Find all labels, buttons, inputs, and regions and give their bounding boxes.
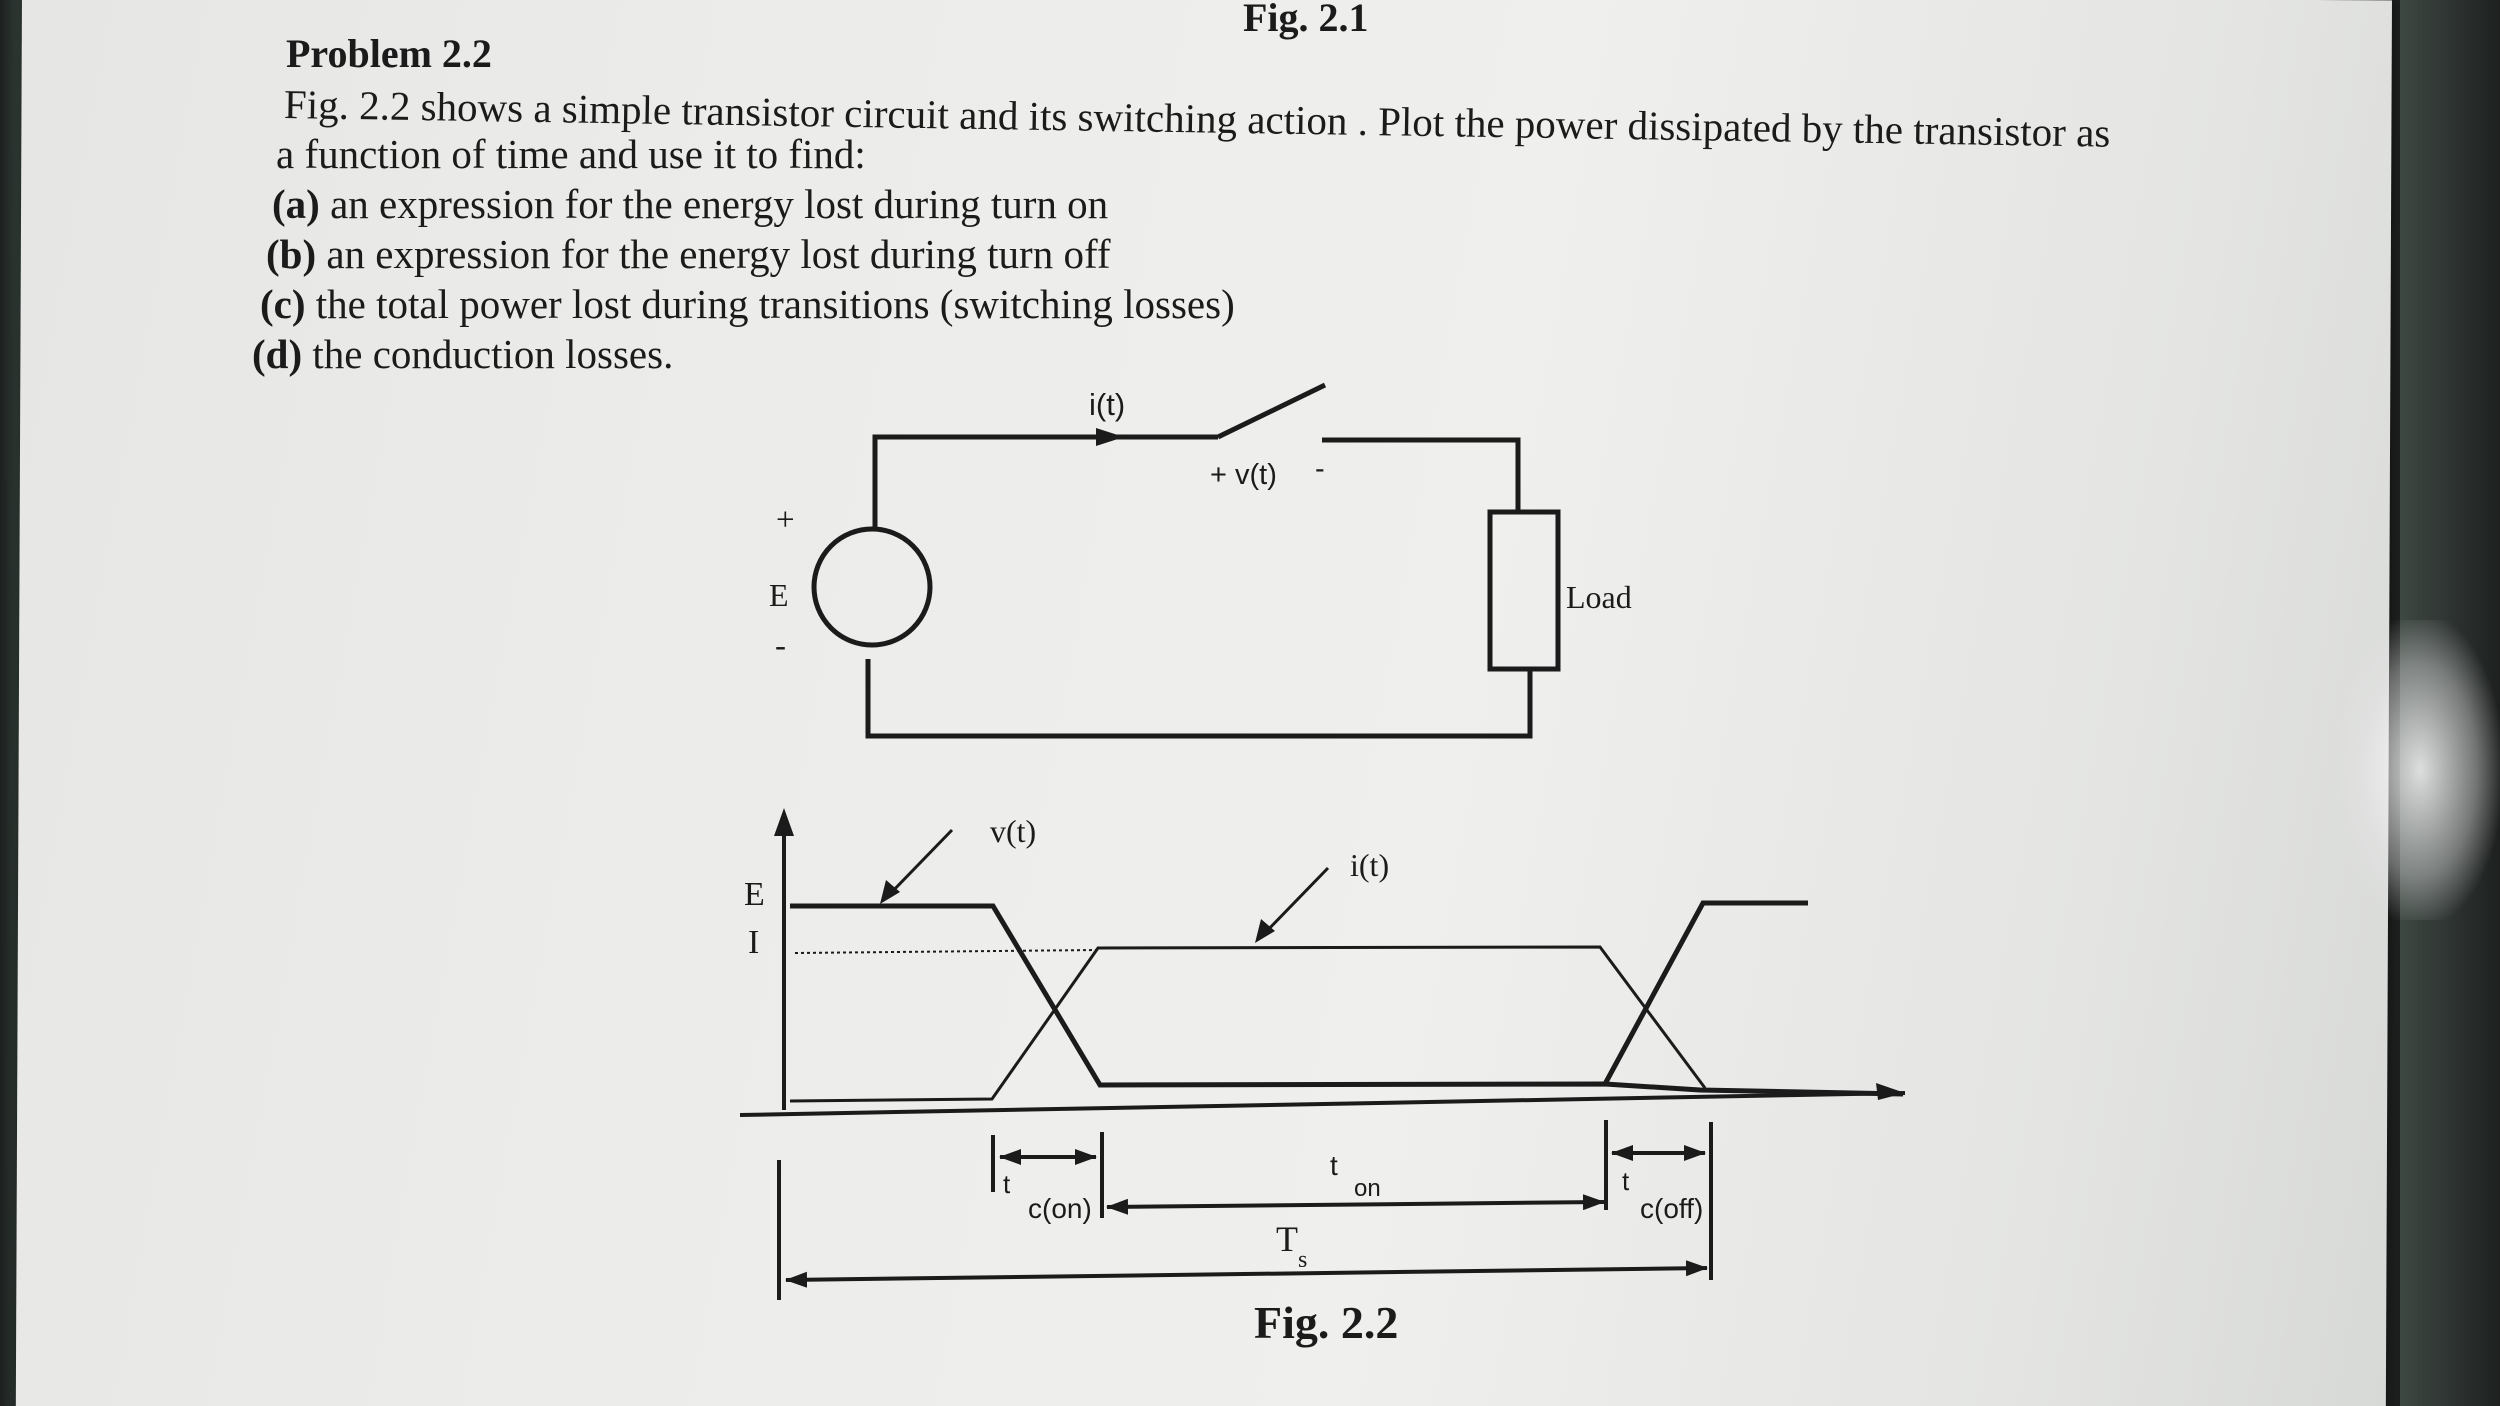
voltage-source: [811, 526, 933, 648]
question-c: (c) the total power lost during transiti…: [260, 280, 1235, 328]
current-level-dotted: [794, 949, 1098, 954]
desk-edge: [2340, 0, 2500, 1406]
problem-title: Problem 2.2: [286, 31, 492, 76]
ts-arrow: [785, 1260, 1708, 1288]
tcoff-t: t: [1622, 1166, 1630, 1196]
source-label: E: [769, 577, 789, 613]
question-a: (a) an expression for the energy lost du…: [272, 180, 1108, 228]
question-text: the total power lost during transitions …: [305, 281, 1235, 327]
question-tag: (c): [260, 281, 306, 327]
ton-arrow: [1106, 1194, 1605, 1215]
i-pointer-arrowhead: [1255, 919, 1275, 943]
source-minus: -: [775, 628, 786, 664]
load-label: Load: [1566, 579, 1632, 615]
ts-sub: s: [1298, 1247, 1307, 1273]
y-label-E: E: [744, 876, 765, 913]
waveform-diagram: [739, 828, 1906, 1117]
question-tag: (b): [266, 231, 317, 277]
x-axis-arrow: [1876, 1083, 1905, 1100]
question-tag: (d): [252, 331, 303, 377]
y-label-I: I: [748, 924, 759, 961]
question-text: the conduction losses.: [302, 331, 674, 377]
question-text: an expression for the energy lost during…: [319, 181, 1109, 227]
question-text: an expression for the energy lost during…: [316, 231, 1111, 277]
current-arrow: [1096, 428, 1124, 446]
circuit-current-label: i(t): [1089, 387, 1125, 422]
source-plus: +: [776, 502, 795, 538]
question-b: (b) an expression for the energy lost du…: [266, 230, 1111, 278]
load-resistor: [1487, 509, 1561, 672]
switch-blade: [1216, 382, 1327, 440]
tcon-sub: c(on): [1028, 1193, 1092, 1224]
ton-sub: on: [1354, 1175, 1381, 1202]
current-waveform: [789, 945, 1707, 1103]
question-tag: (a): [272, 181, 320, 227]
y-axis-arrow: [774, 808, 794, 836]
circuit-voltage-minus: -: [1315, 453, 1325, 485]
tcon-t: t: [1003, 1169, 1011, 1199]
i-pointer: [1260, 866, 1330, 938]
circuit-diagram: [811, 382, 1561, 739]
tcoff-sub: c(off): [1640, 1193, 1703, 1224]
circuit-voltage-label: + v(t): [1210, 459, 1277, 491]
v-label: v(t): [990, 813, 1036, 849]
v-pointer: [885, 828, 954, 899]
wire-top-right: [1322, 437, 1521, 512]
wire-bottom: [865, 659, 1533, 739]
timing-annotations: [777, 1120, 1713, 1300]
voltage-waveform-rise: [1602, 900, 1808, 1086]
figure-caption: Fig. 2.2: [1254, 1297, 1398, 1348]
wire-top-left: [872, 434, 1218, 527]
v-pointer-arrowhead: [880, 880, 900, 904]
ts-T: T: [1276, 1219, 1298, 1259]
problem-intro-line-2: a function of time and use it to find:: [276, 131, 866, 177]
voltage-waveform: [790, 903, 1904, 1097]
figure-label-top: Fig. 2.1: [1243, 0, 1369, 40]
i-label: i(t): [1350, 847, 1389, 883]
ton-t: t: [1330, 1150, 1338, 1181]
x-axis: [739, 1091, 1906, 1117]
question-d: (d) the conduction losses.: [252, 330, 673, 378]
